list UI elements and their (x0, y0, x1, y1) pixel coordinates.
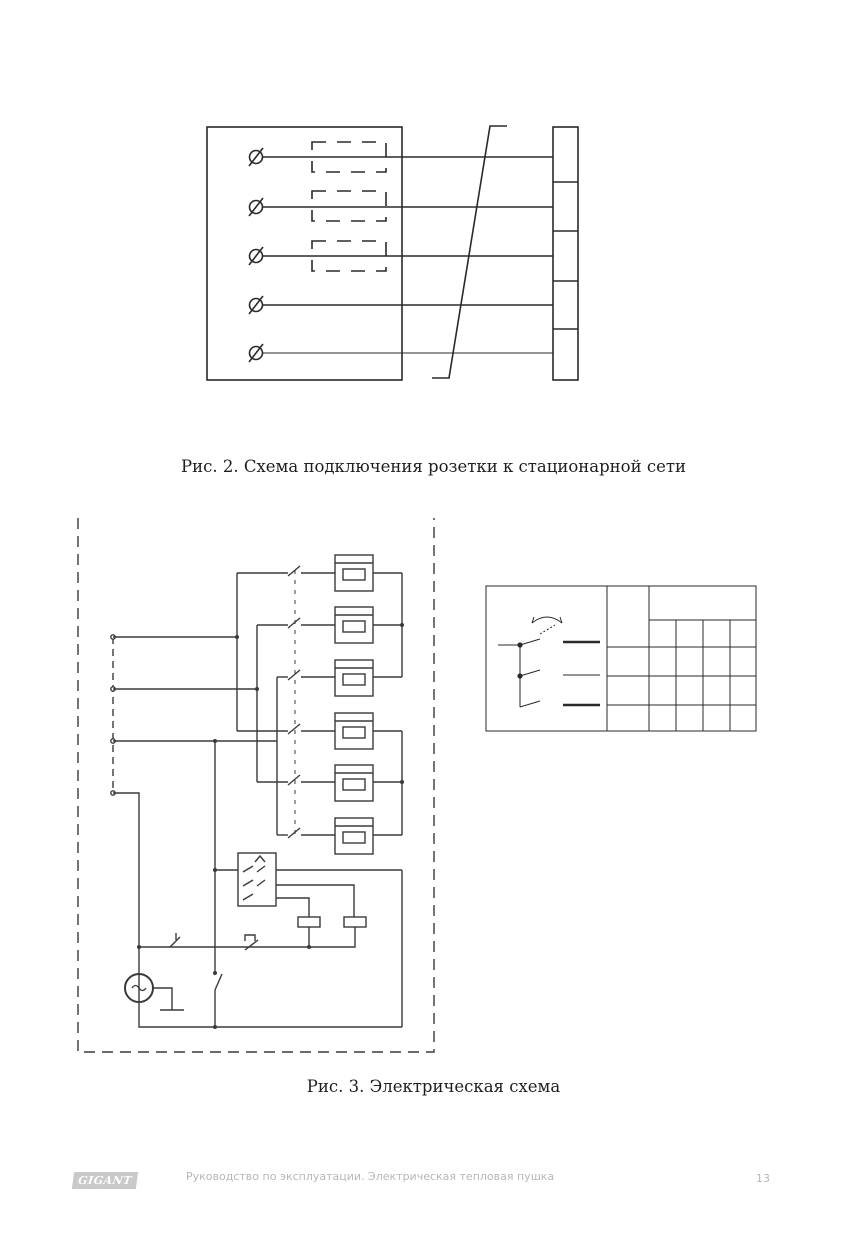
relay-coil (297, 916, 321, 928)
contact-switch (287, 827, 301, 839)
terminal-symbol (248, 147, 264, 167)
fuse-box-1 (311, 141, 387, 173)
contact-switch (287, 774, 301, 786)
figure-2-caption: Рис. 2. Схема подключения розетки к стац… (181, 457, 686, 476)
fuse-box-2 (311, 190, 387, 222)
thermal-protector (244, 934, 256, 941)
footer-text: Руководство по эксплуатации. Электрическ… (186, 1170, 555, 1183)
cable-bracket (432, 125, 507, 379)
fuse-box-3 (311, 240, 387, 272)
terminal-symbol (248, 295, 264, 315)
heating-element (334, 764, 374, 802)
brand-logo: GIGANT (71, 1172, 139, 1189)
terminal-symbol (248, 246, 264, 266)
contact-switch (287, 723, 301, 735)
switch-position-table (485, 585, 757, 732)
heating-element (334, 554, 374, 592)
relay-coil (343, 916, 367, 928)
contact-switch (287, 669, 301, 681)
page-number: 13 (756, 1172, 770, 1185)
mains-terminal-block (552, 126, 579, 381)
socket-housing (206, 126, 403, 381)
heating-element (334, 659, 374, 697)
figure-3-schematic (77, 518, 435, 1053)
terminal-symbol (248, 197, 264, 217)
heating-element (334, 606, 374, 644)
figure-3-caption: Рис. 3. Электрическая схема (306, 1077, 561, 1096)
terminal-symbol (248, 343, 264, 363)
door-switch (214, 973, 223, 991)
contact-switch (287, 565, 301, 577)
thermostat-switch (169, 936, 181, 948)
enclosure-outline (77, 518, 435, 1053)
heating-element (334, 817, 374, 855)
heating-element (334, 712, 374, 750)
selector-switch (237, 852, 277, 907)
contact-switch (287, 617, 301, 629)
